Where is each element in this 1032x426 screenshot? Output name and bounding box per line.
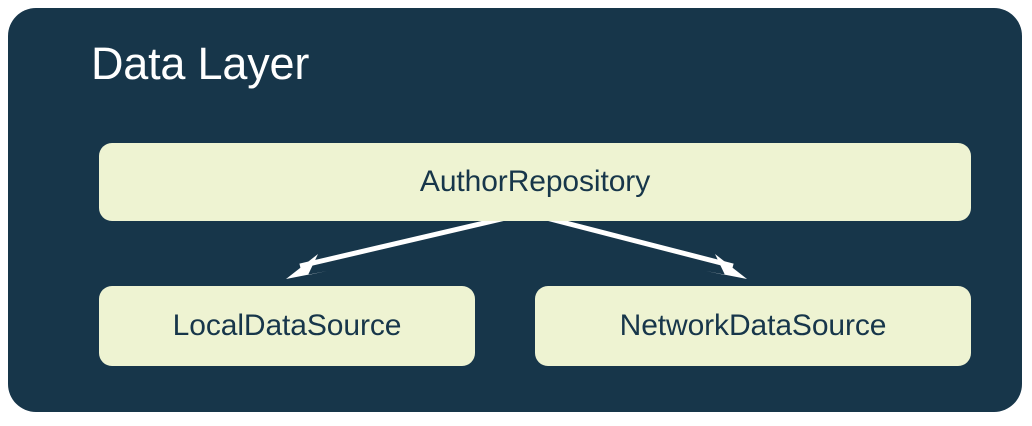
- node-local-data-source-label: LocalDataSource: [172, 309, 402, 342]
- node-local-data-source[interactable]: LocalDataSource: [99, 286, 475, 366]
- arrow-repository-to-network: [526, 210, 747, 279]
- node-author-repository[interactable]: AuthorRepository: [99, 143, 971, 221]
- page-title: Data Layer: [91, 38, 310, 89]
- data-layer-panel: Data Layer AuthorRepository LocalDataSou…: [8, 8, 1022, 412]
- node-network-data-source[interactable]: NetworkDataSource: [535, 286, 971, 366]
- node-network-data-source-label: NetworkDataSource: [619, 309, 887, 342]
- node-author-repository-label: AuthorRepository: [419, 165, 651, 198]
- arrow-repository-to-local: [286, 210, 528, 279]
